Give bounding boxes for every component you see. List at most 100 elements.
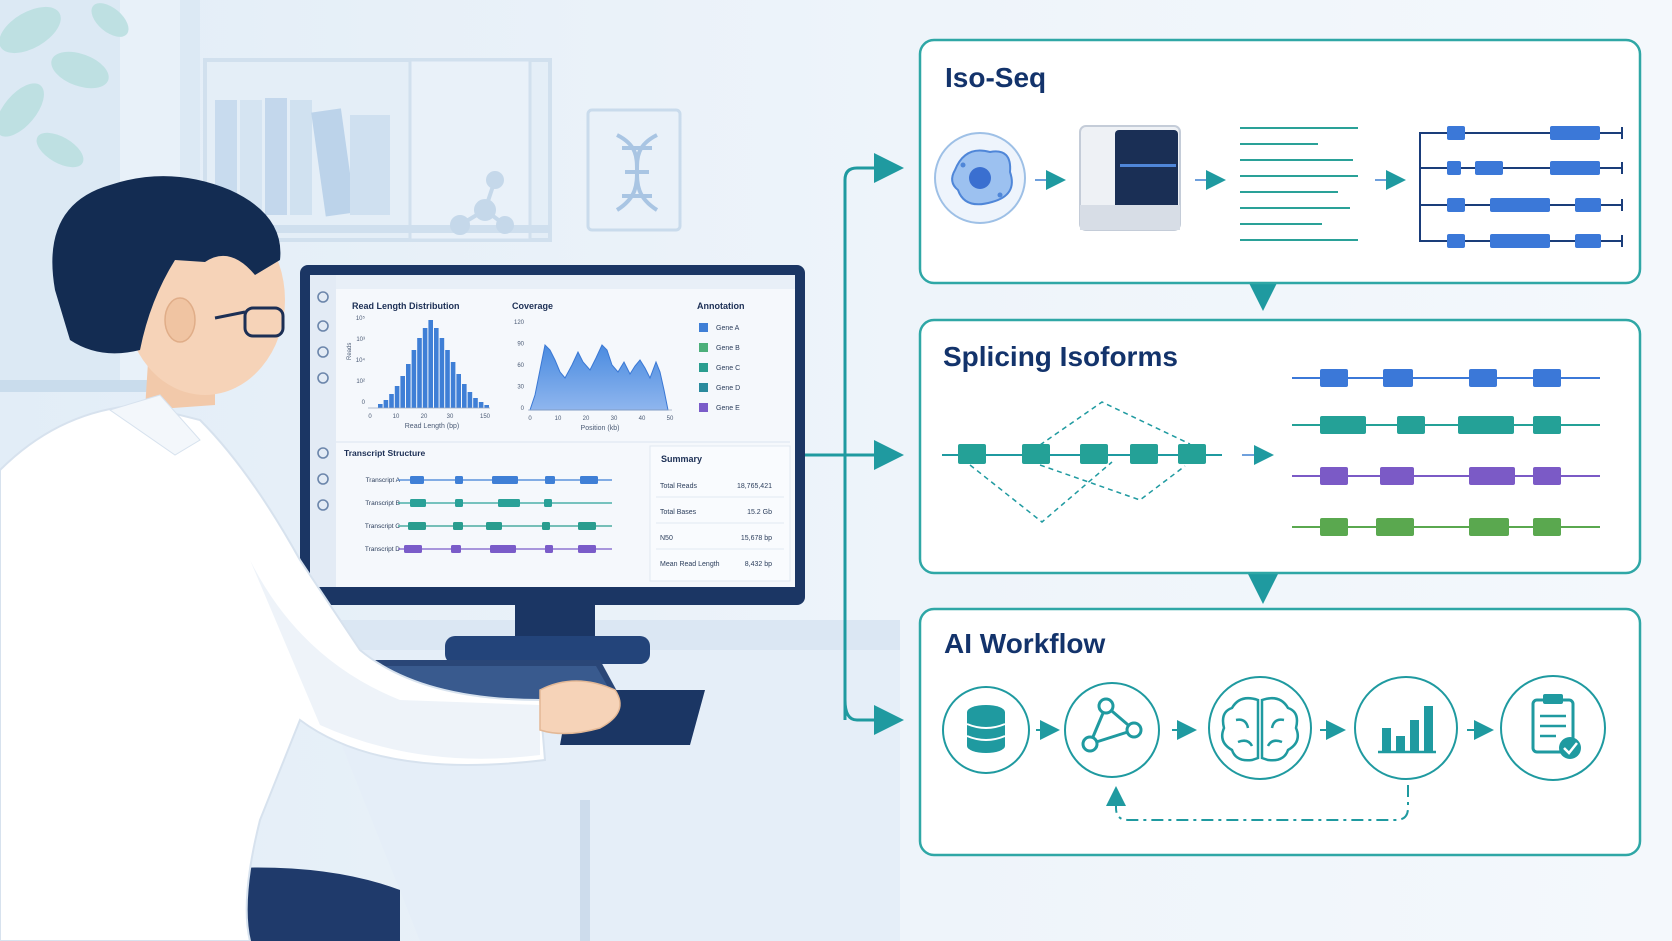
help-icon[interactable] bbox=[317, 499, 329, 511]
splicing-title: Splicing Isoforms bbox=[943, 341, 1178, 372]
coverage-xtick: 20 bbox=[583, 416, 590, 422]
splice-exon bbox=[1533, 369, 1561, 387]
report-check-icon bbox=[1500, 675, 1606, 781]
transcript-exon bbox=[410, 499, 426, 507]
connectors bbox=[805, 153, 1278, 735]
transcript-exon bbox=[453, 522, 463, 530]
splice-exon bbox=[1533, 518, 1561, 536]
feedback-loop bbox=[1106, 785, 1409, 821]
summary-label: Total Reads bbox=[660, 483, 697, 490]
read-length-xtick: 30 bbox=[447, 414, 454, 420]
transcript-label: Transcript B bbox=[365, 500, 400, 507]
coverage-xtick: 0 bbox=[528, 416, 532, 422]
annotation-label: Gene D bbox=[716, 385, 740, 392]
histogram-bar bbox=[462, 384, 467, 408]
annotation-label: Gene B bbox=[716, 345, 740, 352]
ai-title: AI Workflow bbox=[944, 628, 1105, 659]
transcript-exon bbox=[490, 545, 516, 553]
file-nav-icon[interactable] bbox=[317, 372, 329, 384]
splicing-panel: Splicing Isoforms bbox=[918, 318, 1642, 575]
sequencer-icon bbox=[1079, 125, 1181, 231]
transcript-structure: Transcript Structure Transcript A Transcr… bbox=[344, 448, 612, 553]
isoform-exon bbox=[1447, 126, 1465, 140]
transcript-exon bbox=[408, 522, 426, 530]
plant-leaves bbox=[0, 3, 129, 168]
transcript-label: Transcript A bbox=[366, 477, 401, 484]
annotation-label: Gene C bbox=[716, 365, 740, 372]
coverage-ytick: 120 bbox=[514, 320, 525, 326]
splice-exon bbox=[1533, 416, 1561, 434]
hand bbox=[539, 680, 621, 735]
read-length-ytick: 10³ bbox=[356, 337, 365, 343]
read-length-xtick: 10 bbox=[393, 414, 400, 420]
transcript-exon bbox=[455, 476, 463, 484]
splice-exon bbox=[1376, 518, 1414, 536]
isoform-exon bbox=[1490, 198, 1550, 212]
histogram-bar bbox=[389, 394, 394, 408]
annotation-title: Annotation bbox=[697, 301, 745, 311]
settings-icon[interactable] bbox=[317, 447, 329, 459]
coverage-ytick: 60 bbox=[517, 363, 524, 369]
annotation-legend: Annotation Gene A Gene B Gene C Gene D Gene … bbox=[697, 301, 745, 412]
chart-nav-icon[interactable] bbox=[317, 320, 329, 332]
coverage-ytick: 0 bbox=[521, 406, 525, 412]
histogram-bar bbox=[450, 362, 456, 408]
read-length-xtick: 20 bbox=[421, 414, 428, 420]
isoseq-panel: Iso-Seq bbox=[918, 38, 1642, 285]
summary-value: 15,678 bp bbox=[741, 535, 772, 542]
histogram-bar bbox=[411, 350, 417, 408]
annotation-swatch bbox=[699, 343, 708, 352]
annotation-label: Gene A bbox=[716, 325, 740, 332]
read-length-xlabel: Read Length (bp) bbox=[405, 423, 459, 430]
isoform-exon bbox=[1447, 161, 1461, 175]
read-length-ytick: 10⁵ bbox=[356, 315, 366, 322]
histogram-bar bbox=[484, 405, 489, 408]
user-icon[interactable] bbox=[317, 473, 329, 485]
annotation-label: Gene E bbox=[716, 405, 740, 412]
coverage-xtick: 30 bbox=[611, 416, 618, 422]
coverage-ytick: 90 bbox=[517, 342, 524, 348]
coverage-xlabel: Position (kb) bbox=[581, 425, 620, 432]
read-length-ytick: 10² bbox=[356, 379, 365, 385]
isoform-exon bbox=[1550, 161, 1600, 175]
transcript-label: Transcript D bbox=[365, 546, 400, 553]
summary-value: 18,765,421 bbox=[737, 483, 772, 490]
isoform-exon bbox=[1575, 234, 1601, 248]
summary-label: Total Bases bbox=[660, 509, 697, 516]
histogram-bar bbox=[478, 402, 484, 408]
transcript-exon bbox=[545, 545, 553, 553]
gene-model bbox=[942, 401, 1222, 523]
summary-value: 15.2 Gb bbox=[747, 509, 772, 516]
splice-exon bbox=[1320, 467, 1348, 485]
cell-icon bbox=[934, 132, 1026, 224]
isoseq-title: Iso-Seq bbox=[945, 62, 1046, 93]
isoform-exon bbox=[1447, 198, 1465, 212]
dna-poster bbox=[586, 108, 682, 232]
transcript-exon bbox=[410, 476, 424, 484]
histogram-bar bbox=[445, 350, 450, 408]
transcript-title: Transcript Structure bbox=[344, 448, 426, 458]
coverage-title: Coverage bbox=[512, 301, 553, 311]
splice-exon bbox=[1383, 369, 1413, 387]
splice-exon bbox=[1469, 518, 1509, 536]
coverage-xtick: 10 bbox=[555, 416, 562, 422]
coverage-xtick: 40 bbox=[639, 416, 646, 422]
bookshelf bbox=[203, 58, 552, 242]
annotation-swatch bbox=[699, 403, 708, 412]
histogram-bar bbox=[467, 392, 473, 408]
isoform-exon bbox=[1490, 234, 1550, 248]
histogram-bar bbox=[473, 398, 478, 408]
home-icon[interactable] bbox=[317, 291, 329, 303]
scientist bbox=[0, 176, 621, 941]
splice-exon bbox=[1380, 467, 1414, 485]
read-length-ytick: 10⁴ bbox=[356, 357, 366, 364]
transcript-exon bbox=[404, 545, 422, 553]
annotation-swatch bbox=[699, 383, 708, 392]
isoform-tree bbox=[1419, 132, 1430, 242]
histogram-bar bbox=[428, 320, 433, 408]
glasses bbox=[214, 306, 285, 338]
dna-nav-icon[interactable] bbox=[317, 346, 329, 358]
